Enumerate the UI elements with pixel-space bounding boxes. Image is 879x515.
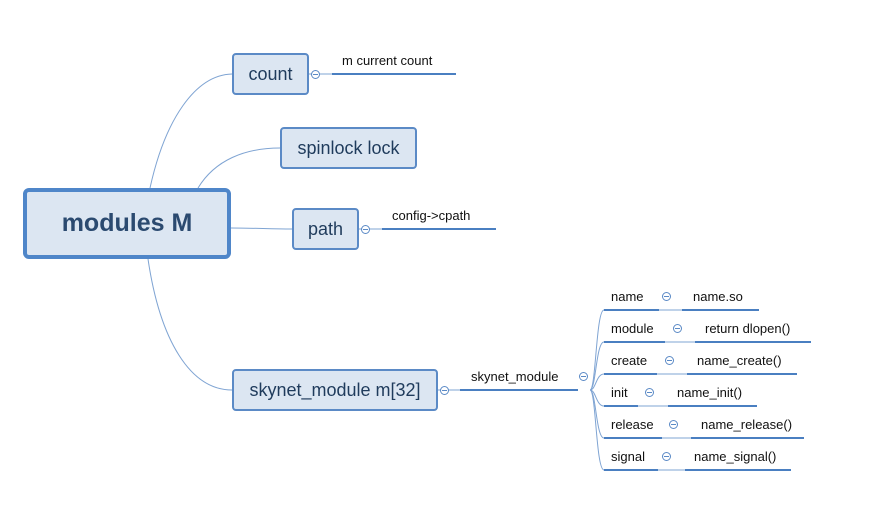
subtopic-skynet-child[interactable]: skynet_module (471, 369, 559, 384)
collapse-field-create-icon[interactable] (665, 356, 674, 365)
connector-spinlock (197, 147, 281, 189)
collapse-path-icon[interactable] (361, 225, 370, 234)
collapse-skynet-module-icon[interactable] (579, 372, 588, 381)
collapse-field-init-icon[interactable] (645, 388, 654, 397)
field-module[interactable]: module (611, 321, 654, 336)
collapse-count-icon[interactable] (311, 70, 320, 79)
collapse-skynet-icon[interactable] (440, 386, 449, 395)
collapse-field-name-icon[interactable] (662, 292, 671, 301)
collapse-field-module-icon[interactable] (673, 324, 682, 333)
connector-path (230, 227, 293, 230)
field-name[interactable]: name (611, 289, 644, 304)
collapse-field-release-icon[interactable] (669, 420, 678, 429)
topic-path[interactable]: path (292, 208, 359, 250)
field-name-value[interactable]: name.so (693, 289, 743, 304)
field-init-value[interactable]: name_init() (677, 385, 743, 400)
subtopic-path-child[interactable]: config->cpath (392, 208, 471, 223)
field-signal[interactable]: signal (611, 449, 645, 464)
root-label: modules M (61, 209, 193, 237)
collapse-field-signal-icon[interactable] (662, 452, 671, 461)
field-create-value[interactable]: name_create() (697, 353, 782, 368)
topic-spinlock[interactable]: spinlock lock (280, 127, 417, 169)
topic-spinlock-label: spinlock lock (297, 137, 400, 158)
topic-count-label: count (248, 63, 293, 84)
topic-count[interactable]: count (232, 53, 309, 95)
field-release-value[interactable]: name_release() (701, 417, 793, 432)
field-module-value[interactable]: return dlopen() (705, 321, 791, 336)
connector-skynet (147, 258, 233, 391)
connector-count (149, 73, 233, 189)
field-release[interactable]: release (611, 417, 654, 432)
field-signal-value[interactable]: name_signal() (694, 449, 777, 464)
topic-skynet-module[interactable]: skynet_module m[32] (232, 369, 438, 411)
field-create[interactable]: create (611, 353, 648, 368)
field-init[interactable]: init (611, 385, 628, 400)
root-node[interactable]: modules M (23, 188, 231, 259)
subtopic-count-child[interactable]: m current count (342, 53, 433, 68)
topic-path-label: path (307, 218, 344, 239)
topic-skynet-label: skynet_module m[32] (249, 379, 421, 400)
